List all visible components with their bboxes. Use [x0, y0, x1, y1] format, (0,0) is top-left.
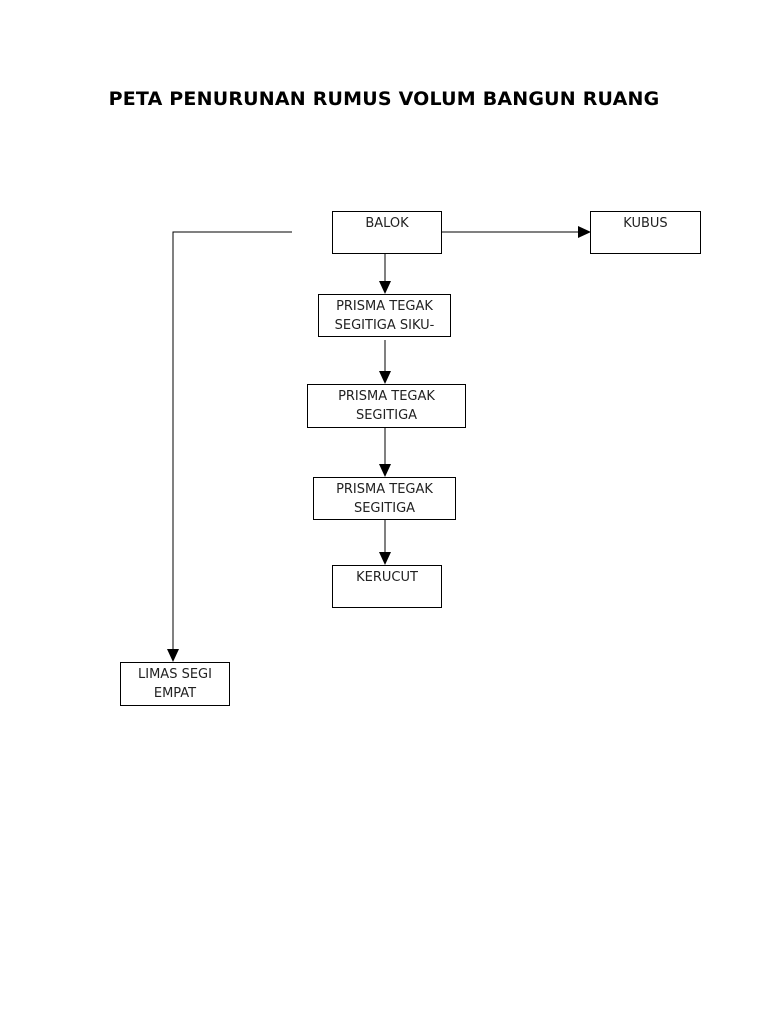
edge-prisma-segitiga-1-prisma-segitiga-2-arrowhead — [379, 464, 391, 477]
node-prisma-segitiga-1: PRISMA TEGAK SEGITIGA — [307, 384, 466, 428]
node-prisma-segitiga-1-line-1: PRISMA TEGAK — [338, 389, 435, 404]
edge-balok-limas-line — [172, 231, 292, 650]
node-prisma-segitiga-2: PRISMA TEGAK SEGITIGA — [313, 477, 456, 520]
node-prisma-siku-line-1: PRISMA TEGAK — [336, 299, 433, 314]
node-prisma-siku: PRISMA TEGAK SEGITIGA SIKU- — [318, 294, 451, 337]
node-limas: LIMAS SEGI EMPAT — [120, 662, 230, 706]
node-kerucut: KERUCUT — [332, 565, 442, 608]
edge-prisma-segitiga-2-kerucut-arrowhead — [379, 552, 391, 565]
edge-balok-limas-arrowhead — [167, 649, 179, 662]
node-prisma-siku-line-2: SEGITIGA SIKU- — [334, 318, 435, 333]
node-limas-line-1: LIMAS SEGI — [138, 667, 212, 682]
node-prisma-segitiga-2-line-2: SEGITIGA — [353, 501, 416, 516]
node-kubus: KUBUS — [590, 211, 701, 254]
node-prisma-segitiga-2-line-1: PRISMA TEGAK — [336, 482, 433, 497]
node-prisma-segitiga-1-line-2: SEGITIGA — [355, 408, 418, 423]
page-title: PETA PENURUNAN RUMUS VOLUM BANGUN RUANG — [108, 88, 660, 110]
node-balok: BALOK — [332, 211, 442, 254]
edge-balok-kubus-arrowhead — [578, 226, 591, 238]
node-limas-line-2: EMPAT — [153, 686, 197, 701]
node-kubus-line-1: KUBUS — [623, 216, 668, 231]
edge-prisma-siku-prisma-segitiga-1-arrowhead — [379, 371, 391, 384]
node-balok-line-1: BALOK — [365, 216, 409, 231]
node-kerucut-line-1: KERUCUT — [356, 570, 418, 585]
edge-balok-prisma-siku-arrowhead — [379, 281, 391, 294]
